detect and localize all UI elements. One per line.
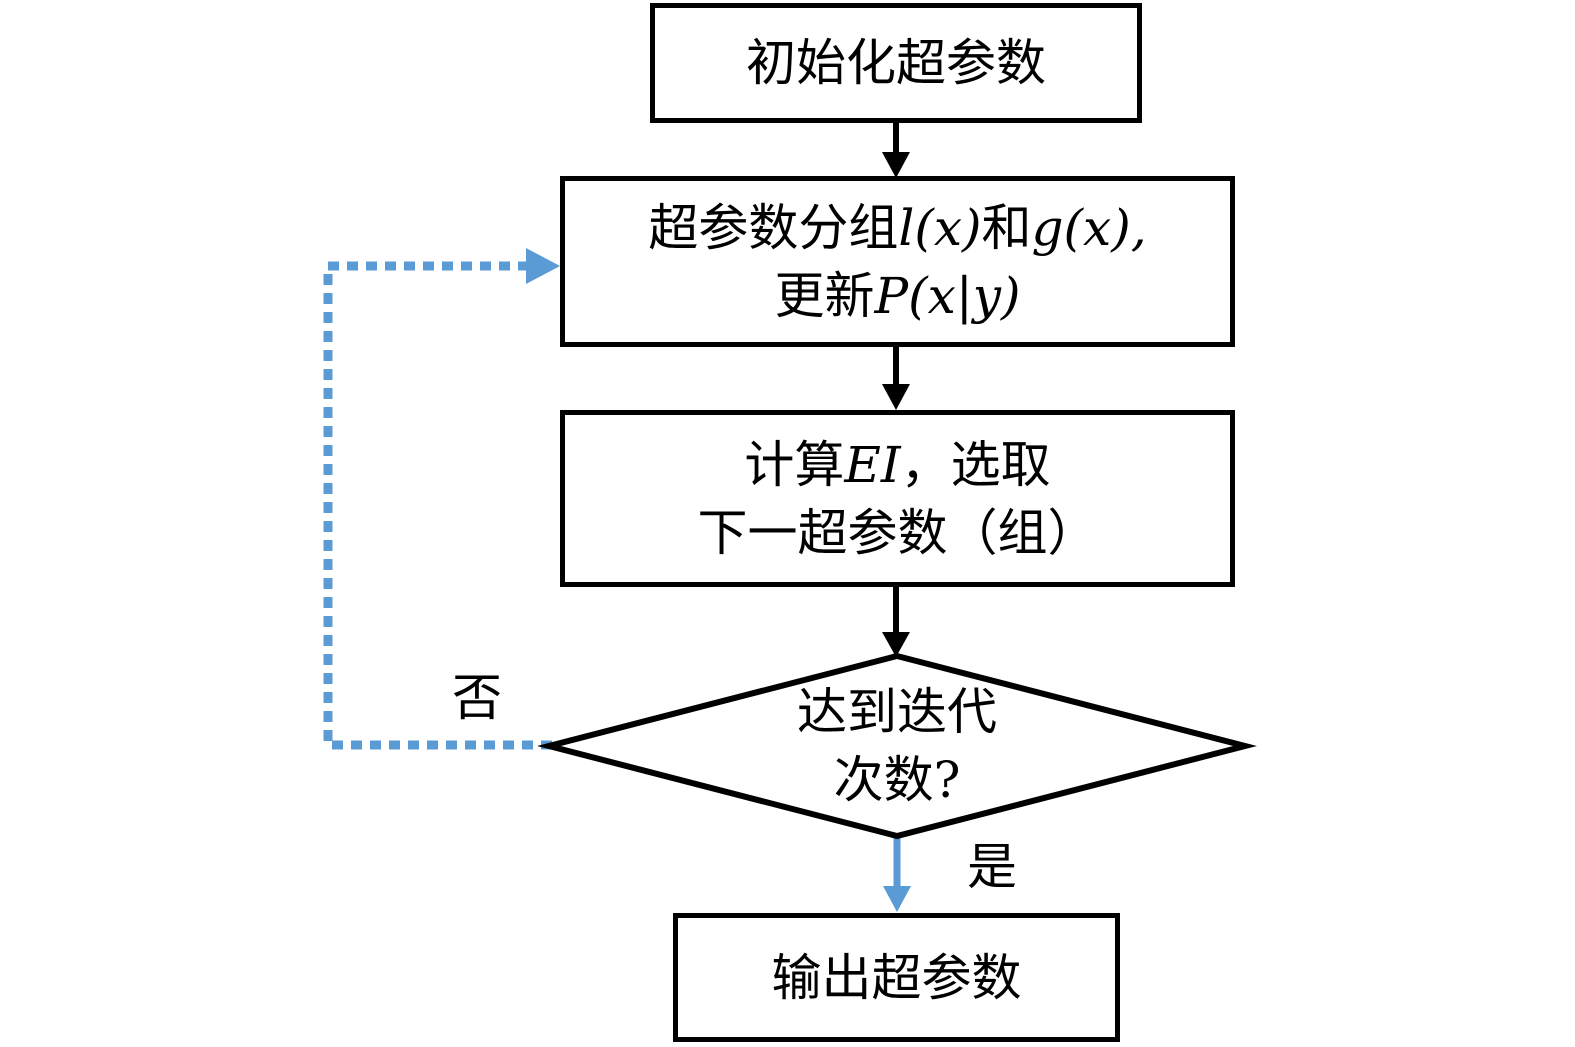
edge-decision-to-output bbox=[883, 838, 911, 912]
arrow-head-icon bbox=[882, 384, 910, 410]
node-group-update-line1: 超参数分组l(x)和g(x), bbox=[648, 198, 1147, 257]
node-init: 初始化超参数 bbox=[650, 3, 1142, 123]
arrow-head-icon bbox=[883, 886, 911, 912]
node-group-update-line2: 更新P(x|y) bbox=[774, 266, 1021, 325]
node-iteration-check-line1: 达到迭代 bbox=[797, 683, 997, 741]
node-init-label: 初始化超参数 bbox=[746, 34, 1046, 92]
node-iteration-check-shape bbox=[537, 652, 1257, 840]
node-compute-ei-line1: 计算EI，选取 bbox=[744, 435, 1051, 494]
arrow-head-icon bbox=[882, 632, 910, 657]
edge-label-yes: 是 bbox=[967, 838, 1017, 896]
node-group-update: 超参数分组l(x)和g(x), 更新P(x|y) bbox=[560, 176, 1235, 347]
edge-init-to-group bbox=[882, 123, 910, 178]
edge-compute-to-decision bbox=[882, 587, 910, 657]
edge-decision-to-group-loop bbox=[323, 248, 560, 750]
loop-dashed-line bbox=[323, 261, 552, 750]
node-iteration-check-label: 达到迭代 次数? bbox=[647, 676, 1147, 816]
node-iteration-check-line2: 次数? bbox=[833, 751, 961, 809]
edge-group-to-compute bbox=[882, 347, 910, 410]
node-output-label: 输出超参数 bbox=[771, 948, 1022, 1007]
arrow-head-icon bbox=[526, 248, 560, 284]
arrow-head-icon bbox=[882, 152, 910, 178]
node-compute-ei-select: 计算EI，选取 下一超参数（组） bbox=[560, 410, 1235, 587]
node-compute-ei-line2: 下一超参数（组） bbox=[697, 503, 1098, 562]
node-output: 输出超参数 bbox=[673, 913, 1120, 1042]
edge-label-no: 否 bbox=[452, 669, 502, 727]
